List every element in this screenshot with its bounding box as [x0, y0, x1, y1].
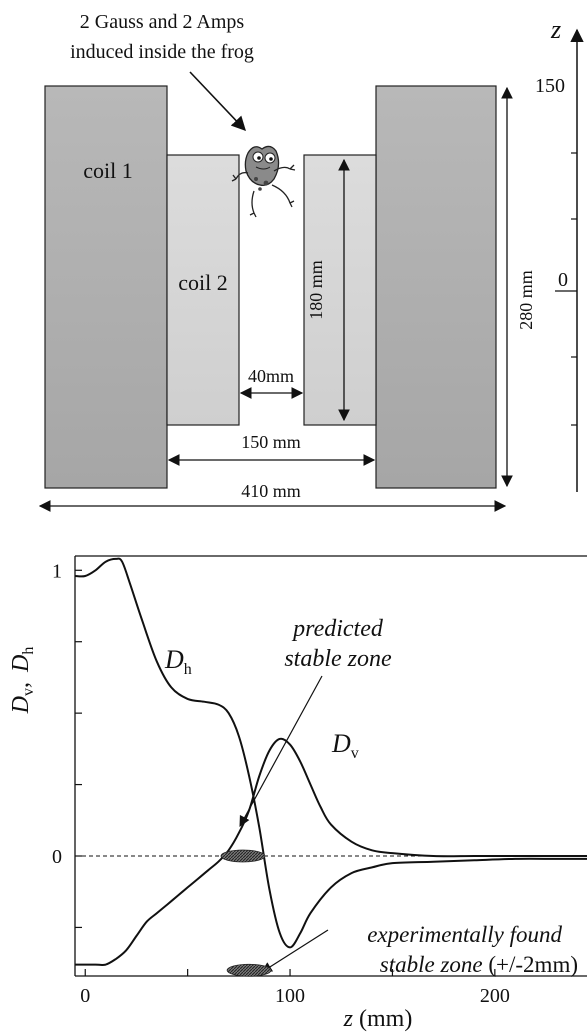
- y-ticks: 10: [52, 560, 82, 929]
- y-label-dv-sub: v: [20, 688, 37, 696]
- x-tick-label: 100: [275, 985, 305, 1007]
- z-tick-150-label: 150: [535, 75, 565, 97]
- found-label-line2: stable zone (+/-2mm): [380, 952, 578, 977]
- dh-sub: h: [184, 661, 192, 678]
- series-dh-label: Dh: [164, 645, 192, 678]
- coil-1-left: [44, 85, 168, 489]
- coil-1-label: coil 1: [83, 158, 133, 183]
- y-tick-label: 1: [52, 560, 62, 582]
- frog-annotation-arrow: [189, 71, 246, 132]
- frog-annotation-line1: 2 Gauss and 2 Amps: [80, 11, 245, 33]
- predicted-label-line1: predicted: [291, 616, 384, 642]
- dv-sub: v: [351, 745, 359, 762]
- x-label-var: z: [343, 1006, 354, 1032]
- predicted-stable-zone: [220, 849, 266, 863]
- experimental-stable-zone: [226, 963, 272, 977]
- y-label-dh: D: [8, 655, 34, 673]
- dim-180-label: 180 mm: [306, 260, 326, 320]
- coil-2-label: coil 2: [178, 270, 228, 295]
- y-label-dv: D: [8, 696, 34, 714]
- dh-main: D: [164, 645, 184, 674]
- dim-150-label: 150 mm: [241, 432, 301, 452]
- predicted-arrow: [239, 675, 323, 827]
- coil-diagram: 2 Gauss and 2 Amps induced inside the fr…: [38, 11, 584, 512]
- y-label-dh-sub: h: [20, 647, 37, 655]
- frog-annotation-line2: induced inside the frog: [70, 41, 254, 63]
- y-tick-label: 0: [52, 846, 62, 868]
- x-ticks: 0 100 200: [80, 969, 510, 1007]
- x-axis-label: z (mm): [343, 1006, 413, 1032]
- z-axis-label: z: [550, 15, 561, 44]
- dv-main: D: [331, 729, 351, 758]
- x-tick-label: 0: [80, 985, 90, 1007]
- series-dh-line: [74, 557, 587, 949]
- dim-410-label: 410 mm: [241, 481, 301, 501]
- x-label-unit: (mm): [353, 1006, 412, 1032]
- z-tick-0-label: 0: [558, 269, 568, 291]
- y-label-sep: ,: [8, 682, 34, 688]
- predicted-label-line2: stable zone: [284, 646, 392, 672]
- found-label-line1: experimentally found: [367, 922, 562, 947]
- coil-1-right: [375, 85, 497, 489]
- x-tick-label: 200: [480, 985, 510, 1007]
- dim-280-label: 280 mm: [516, 270, 536, 330]
- found-label-tol: (+/-2mm): [483, 952, 578, 977]
- found-arrow: [261, 929, 329, 973]
- dim-40-label: 40mm: [248, 366, 294, 386]
- coil-2-left: [166, 154, 240, 426]
- y-axis-label: Dv, Dh: [8, 647, 37, 715]
- frog-icon: [231, 145, 296, 218]
- found-label-zone: stable zone: [380, 952, 483, 977]
- series-dv-label: Dv: [331, 729, 359, 762]
